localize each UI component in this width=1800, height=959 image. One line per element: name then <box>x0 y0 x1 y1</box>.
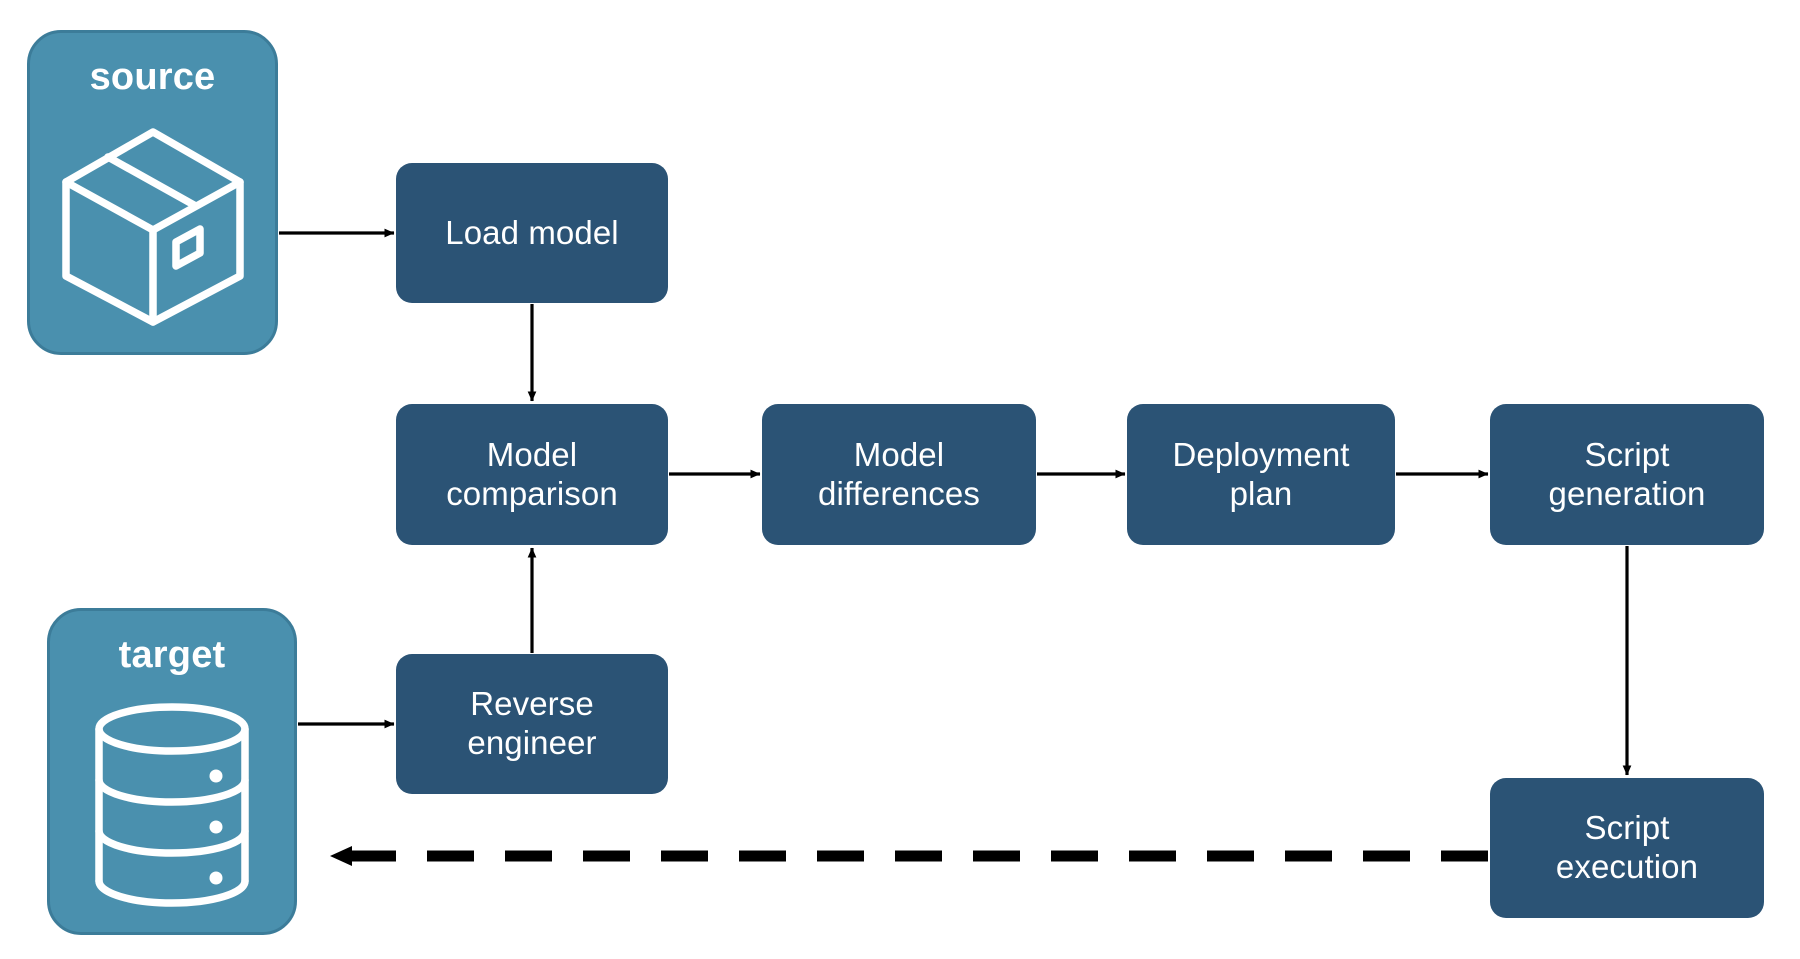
process-deployment-plan[interactable]: Deployment plan <box>1127 404 1395 545</box>
process-model-differences-label: Model differences <box>818 436 980 514</box>
process-script-generation[interactable]: Script generation <box>1490 404 1764 545</box>
process-label-line1: Script <box>1584 435 1670 473</box>
process-script-execution[interactable]: Script execution <box>1490 778 1764 918</box>
process-model-differences[interactable]: Model differences <box>762 404 1036 545</box>
package-box-icon <box>30 100 275 352</box>
process-label-line2: plan <box>1229 474 1293 512</box>
process-model-comparison-label: Model comparison <box>446 436 618 514</box>
process-load-model[interactable]: Load model <box>396 163 668 303</box>
process-label-line1: Load model <box>445 213 619 251</box>
process-label-line1: Reverse <box>470 685 594 723</box>
process-label-line2: generation <box>1548 474 1706 512</box>
entity-target[interactable]: target <box>47 608 297 935</box>
process-deployment-plan-label: Deployment plan <box>1172 436 1349 514</box>
process-label-line1: Script <box>1584 809 1670 847</box>
entity-target-label: target <box>118 634 226 676</box>
process-model-comparison[interactable]: Model comparison <box>396 404 668 545</box>
process-script-generation-label: Script generation <box>1549 436 1706 514</box>
process-label-line2: execution <box>1555 848 1699 885</box>
process-load-model-label: Load model <box>445 214 618 253</box>
database-cylinder-icon <box>50 678 294 932</box>
process-label-line2: differences <box>818 474 980 512</box>
process-script-execution-label: Script execution <box>1556 809 1698 887</box>
process-label-line2: comparison <box>446 474 618 512</box>
process-reverse-engineer[interactable]: Reverse engineer <box>396 654 668 794</box>
process-label-line1: Deployment <box>1172 435 1350 473</box>
process-label-line1: Model <box>486 435 578 473</box>
process-label-line2: engineer <box>467 724 597 761</box>
entity-source-label: source <box>89 56 216 98</box>
process-reverse-engineer-label: Reverse engineer <box>467 685 596 763</box>
entity-source[interactable]: source <box>27 30 278 355</box>
process-label-line1: Model <box>853 435 945 473</box>
